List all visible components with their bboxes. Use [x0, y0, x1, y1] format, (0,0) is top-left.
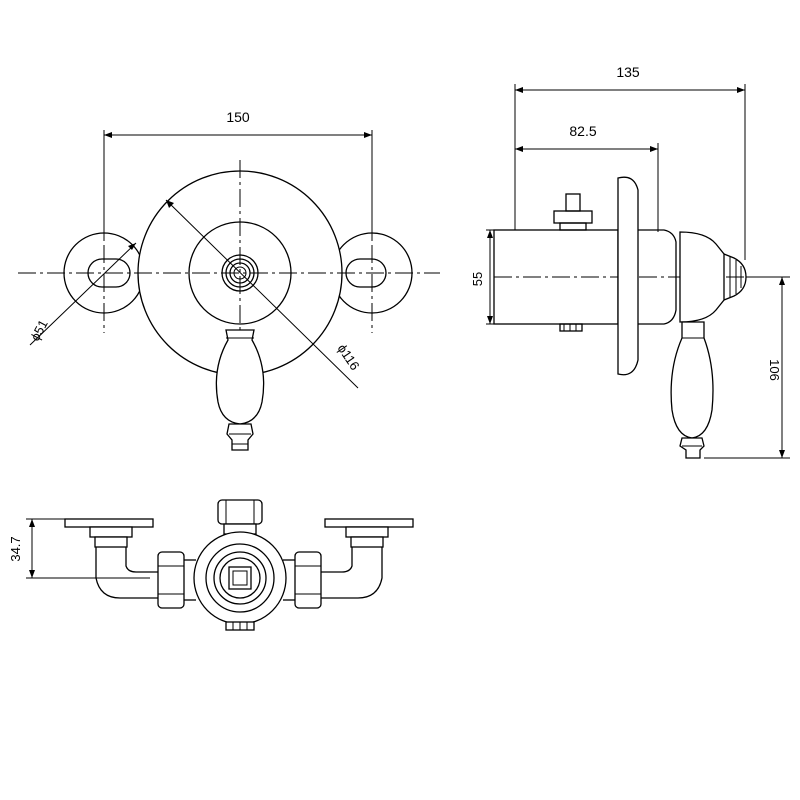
dimension-label-135: 135 [616, 64, 640, 80]
dimension-106: 106 [704, 276, 790, 459]
dimension-34-7: 34.7 [8, 518, 150, 579]
dimension-82-5: 82.5 [515, 123, 659, 232]
top-outlet [553, 193, 593, 231]
dimension-label-82-5: 82.5 [569, 123, 596, 139]
boss-side [638, 229, 677, 325]
right-hex-nut [294, 551, 322, 609]
lever-handle [215, 329, 265, 451]
dimension-150: 150 [103, 109, 373, 240]
dimension-55: 55 [470, 229, 494, 325]
right-wall-plate [324, 518, 414, 528]
dimension-label-150: 150 [226, 109, 250, 125]
leader-diameter-51: ϕ51 [27, 242, 137, 346]
left-wall-plate [64, 518, 154, 528]
dimension-label-34-7: 34.7 [8, 536, 23, 561]
bottom-view: 34.7 [8, 499, 414, 631]
bottom-central-body [193, 531, 287, 625]
bottom-top-outlet [217, 499, 263, 535]
cover-plate-side [617, 176, 639, 376]
side-view: 135 82.5 55 106 [470, 64, 790, 459]
right-inlet-elbow [320, 526, 389, 599]
knob-side [679, 231, 747, 323]
front-view: 150 ϕ51 ϕ116 [18, 109, 440, 451]
dimension-label-55: 55 [470, 272, 485, 286]
dimension-label-106: 106 [767, 359, 782, 381]
dimension-label-d51: ϕ51 [27, 317, 50, 343]
left-hex-nut [157, 551, 185, 609]
dimension-135: 135 [514, 64, 746, 260]
bottom-inlet [559, 323, 583, 332]
lever-handle-side [670, 321, 714, 459]
left-inlet-elbow [89, 526, 158, 599]
dimension-label-d116: ϕ116 [335, 341, 363, 373]
